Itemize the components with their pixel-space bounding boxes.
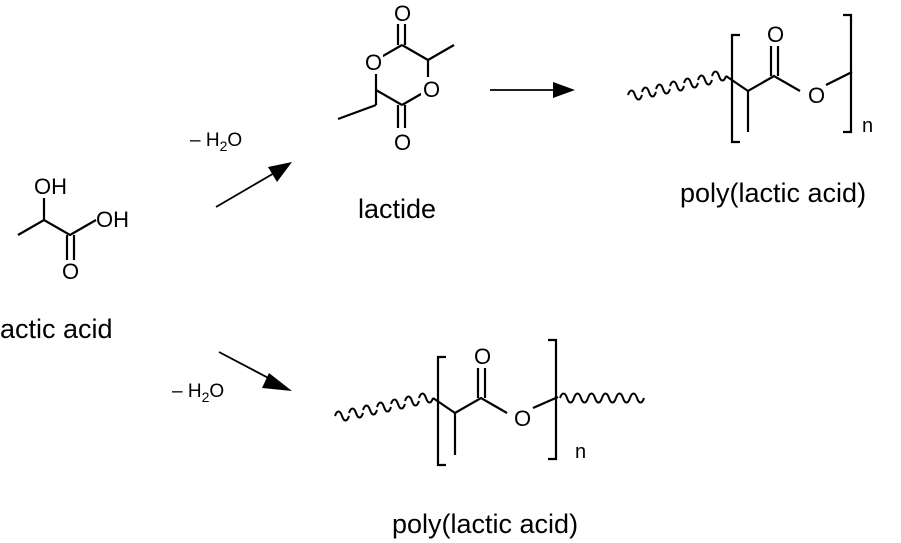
pla-bottom-bracket-right	[548, 338, 558, 461]
pla-bottom-exit-bond	[532, 395, 559, 410]
pla-bottom-structure: O O n	[334, 338, 645, 467]
pla-bottom-ester-oxygen: O	[514, 406, 531, 431]
lactide-structure: O O O O	[337, 1, 455, 155]
pla-bottom-chain-end-wavy-left	[334, 392, 434, 422]
pla-top-repeat-index: n	[862, 115, 873, 137]
lactide-methyl-right	[427, 44, 455, 61]
lactide-ring-bond	[375, 89, 403, 106]
arrow-to-pla-bottom	[218, 351, 277, 383]
pla-bottom-backbone	[432, 396, 508, 415]
pla-top-backbone	[725, 74, 801, 93]
pla-top-exit-bond	[825, 71, 853, 86]
lactide-ring-oxygen-right: O	[423, 77, 440, 102]
pla-top-ester-oxygen: O	[808, 83, 825, 108]
pla-bottom-label: poly(lactic acid)	[392, 509, 578, 539]
lactic-acid-hydroxyl-right: OH	[96, 207, 129, 232]
pla-bottom-carbonyl-oxygen: O	[474, 344, 491, 369]
lactic-acid-backbone	[17, 218, 97, 237]
arrow-to-lactide	[215, 171, 277, 208]
lower-condition: – H2O	[172, 381, 224, 405]
pla-top-bracket-right	[843, 13, 853, 134]
lactic-acid-structure: OH OH O	[17, 174, 129, 284]
lactic-acid-label: actic acid	[0, 314, 113, 344]
upper-condition: – H2O	[190, 130, 242, 154]
lactide-ring-oxygen-left: O	[365, 50, 382, 75]
pla-top-label: poly(lactic acid)	[680, 178, 866, 208]
arrow-to-pla-top-head	[553, 82, 575, 98]
lactide-carbonyl-oxygen-bottom: O	[394, 130, 411, 155]
pla-top-carbonyl-oxygen: O	[767, 22, 784, 47]
pla-top-chain-end-wavy	[627, 70, 727, 101]
lactide-methyl-left	[337, 103, 377, 121]
pla-bottom-bracket-left	[436, 355, 446, 467]
lactide-label: lactide	[358, 194, 436, 224]
pla-top-structure: O O n	[627, 13, 873, 144]
pla-bottom-repeat-index: n	[575, 441, 586, 463]
lactic-acid-carbonyl-oxygen: O	[62, 259, 79, 284]
lactide-carbonyl-oxygen-top: O	[394, 1, 411, 26]
pla-top-bracket-left	[730, 33, 740, 144]
arrow-to-pla-bottom-head	[262, 373, 292, 391]
arrow-to-lactide-head	[268, 162, 292, 182]
lactic-acid-hydroxyl-top: OH	[34, 174, 67, 199]
lactide-ring-bond	[401, 44, 429, 61]
pla-bottom-chain-end-wavy-right	[559, 392, 645, 404]
